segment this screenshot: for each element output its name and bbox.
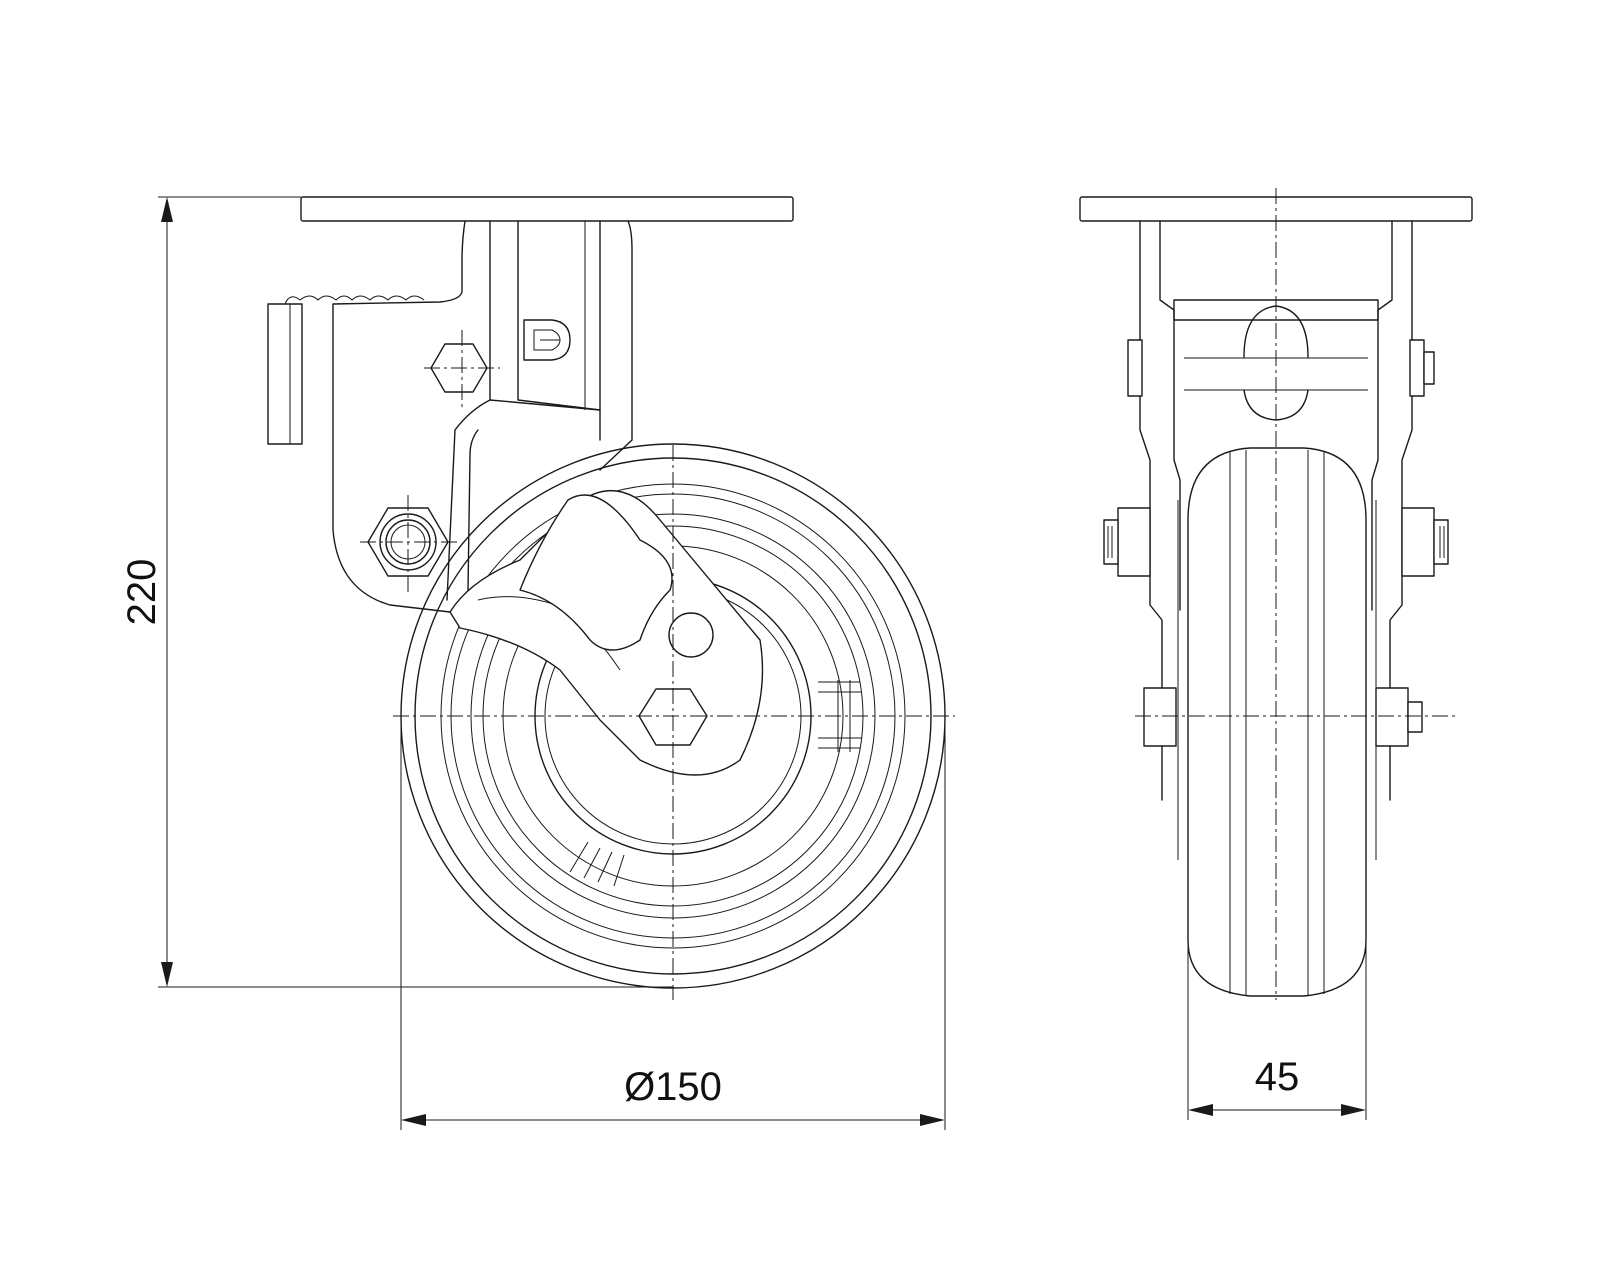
dimension-diameter: Ø150 [400,720,946,1130]
dimension-height-label: 220 [120,559,164,626]
front-centerlines [1135,188,1455,1000]
dimension-height: 220 [120,196,673,988]
dimension-width-label: 45 [1255,1055,1300,1099]
side-fork-housing [332,220,633,613]
front-axle-nuts [1143,687,1423,747]
front-view [1079,188,1473,1000]
front-upper-bolts [1127,339,1435,397]
side-brake-block [267,295,425,445]
side-damper-block [519,494,673,651]
side-centerlines [360,330,955,1000]
dimension-diameter-label: Ø150 [624,1065,722,1109]
front-wheel [1177,447,1377,997]
front-pivot-bolts [1103,507,1449,577]
dimension-width: 45 [1187,860,1367,1120]
side-view [267,196,955,1000]
side-top-plate [300,196,794,222]
side-axle-hub [668,612,714,658]
